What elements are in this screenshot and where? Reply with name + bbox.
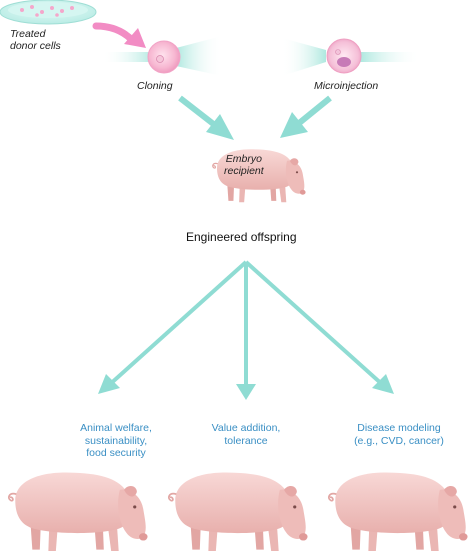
- offspring-pig-1: [7, 471, 149, 551]
- cloning-cell-icon: [102, 36, 222, 76]
- converge-arrow-right-icon: [280, 95, 332, 138]
- transfer-arrow-icon: [92, 22, 146, 48]
- embryo-recipient-label: Embryo recipient: [224, 153, 264, 177]
- outcome-label-1: Animal welfare, sustainability, food sec…: [52, 422, 180, 460]
- outcome-3-line2: (e.g., CVD, cancer): [354, 434, 444, 447]
- offspring-pig-2: [167, 471, 309, 551]
- outcome-label-3: Disease modeling (e.g., CVD, cancer): [334, 422, 464, 447]
- microinjection-cell-icon: [282, 38, 420, 76]
- embryo-line1: Embryo: [225, 153, 262, 165]
- microinjection-label: Microinjection: [314, 80, 379, 92]
- engineered-offspring-label: Engineered offspring: [186, 230, 297, 244]
- treated-donor-cells-label: Treated donor cells: [10, 28, 61, 52]
- outcome-1-line3: food security: [86, 447, 146, 459]
- outcome-2-line1: Value addition,: [211, 422, 281, 434]
- cloning-label: Cloning: [137, 80, 173, 92]
- outcome-2-line2: tolerance: [224, 434, 268, 447]
- outcome-label-2: Value addition, tolerance: [194, 422, 298, 447]
- embryo-line2: recipient: [224, 165, 264, 177]
- treated-donor-cells-line2: donor cells: [10, 40, 61, 52]
- converge-arrow-left-icon: [178, 95, 234, 140]
- outcome-1-line1: Animal welfare,: [80, 422, 152, 434]
- offspring-pig-3: [327, 471, 469, 551]
- outcome-1-line2: sustainability,: [84, 434, 148, 447]
- outcome-3-line1: Disease modeling: [357, 422, 441, 434]
- treated-donor-cells-line1: Treated: [10, 28, 46, 40]
- diverge-arrows: [98, 260, 394, 400]
- petri-dish-icon: [0, 0, 97, 25]
